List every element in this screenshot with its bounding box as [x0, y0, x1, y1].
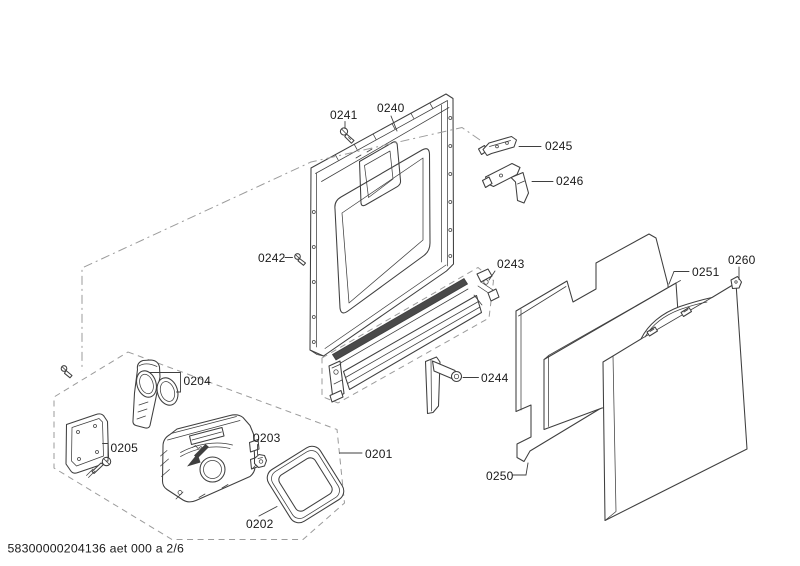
callout-0204: 0204 — [184, 374, 212, 388]
callout-0243: 0243 — [497, 257, 525, 271]
seal-group-outline — [321, 266, 495, 404]
seal-group-0243 — [321, 266, 500, 404]
seal-end-bracket-left — [328, 360, 345, 403]
seal-strip-dark — [331, 277, 469, 361]
callout-0246: 0246 — [556, 174, 584, 188]
callout-0203: 0203 — [253, 431, 281, 445]
part-0244-bracket — [424, 356, 463, 415]
callout-0201: 0201 — [365, 447, 393, 461]
callout-0241: 0241 — [330, 108, 358, 122]
callout-0205: 0205 — [111, 441, 139, 455]
callout-labels: 0240 0241 0242 0243 0244 0245 0246 0250 … — [111, 101, 756, 531]
part-0203-clip — [252, 453, 268, 469]
door-outline — [309, 93, 455, 357]
part-0240-inner-door-panel — [309, 93, 455, 357]
callout-0260: 0260 — [728, 253, 756, 267]
part-0242-screw — [294, 253, 307, 266]
document-code: 58300000204136 aet 000 a 2/6 — [8, 542, 185, 556]
door-screw-holes — [311, 116, 453, 344]
door-flange-ticks — [334, 102, 434, 161]
leader-lines — [102, 115, 740, 517]
door-recess — [334, 148, 431, 314]
small-screw-glyph — [60, 365, 73, 379]
part-0204-funnel — [132, 359, 161, 429]
part-0260-outer-door-panel — [602, 275, 748, 522]
part-0204-gasket — [156, 377, 179, 406]
callout-0242: 0242 — [258, 251, 286, 265]
association-line — [81, 126, 481, 371]
panel-corner-cap — [730, 275, 743, 290]
callout-0250: 0250 — [486, 469, 514, 483]
callout-0244: 0244 — [481, 371, 509, 385]
dispenser-group-0201 — [53, 351, 346, 540]
door-dispenser-cutout — [355, 141, 402, 207]
part-0246-latch — [481, 162, 530, 204]
part-0245-latch — [477, 135, 518, 157]
part-0202-frame — [266, 445, 345, 524]
seal-end-bracket-right — [473, 268, 500, 306]
callout-0240: 0240 — [377, 101, 405, 115]
dispenser-assembly — [160, 414, 261, 503]
callout-0202: 0202 — [246, 517, 274, 531]
part-0241-screw — [339, 127, 355, 144]
callout-0245: 0245 — [545, 139, 573, 153]
group-outline-0201 — [53, 351, 346, 540]
callout-0251: 0251 — [692, 265, 720, 279]
part-0205-screw — [86, 456, 112, 478]
panel-top-tabs — [646, 306, 693, 337]
